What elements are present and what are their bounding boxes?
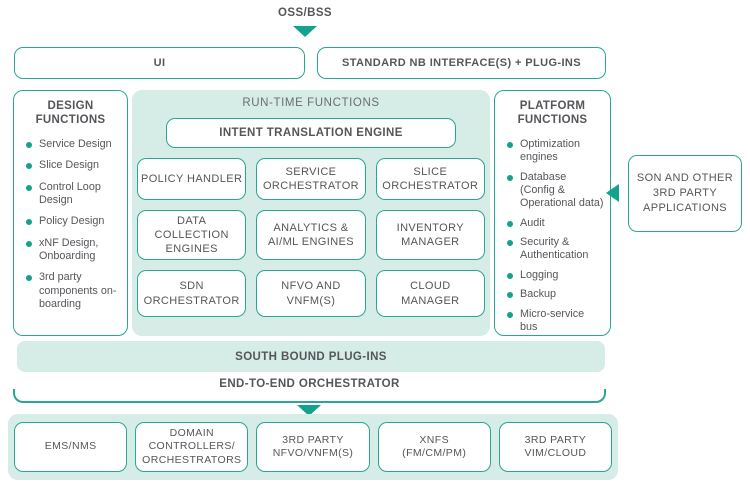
design-list-item-label: xNF Design, Onboarding: [39, 236, 99, 262]
runtime-module-box: CLOUD MANAGER: [375, 270, 485, 317]
platform-list-item: Database (Config & Operational data): [507, 171, 604, 211]
arrow-down-icon: [293, 26, 317, 37]
design-list-item-label: 3rd party components on- boarding: [39, 271, 117, 311]
bullet-dot-icon: [507, 311, 513, 318]
runtime-module-box: ANALYTICS & AI/ML ENGINES: [256, 210, 366, 260]
bullet-dot-icon: [507, 292, 513, 299]
bullet-dot-icon: [507, 141, 513, 148]
design-list-item: 3rd party components on- boarding: [26, 271, 121, 311]
bullet-dot-icon: [507, 272, 513, 279]
south-bound-plugins-bar: SOUTH BOUND PLUG-INS: [17, 341, 605, 372]
platform-list-item: Backup: [507, 288, 604, 301]
design-list-item-label: Policy Design: [39, 215, 105, 228]
managed-element-box: 3RD PARTY NFVO/VNFM(S): [256, 422, 370, 472]
platform-list-item: Micro-service bus: [507, 308, 604, 335]
managed-element-box: 3RD PARTY VIM/CLOUD: [498, 422, 613, 472]
managed-element-box: XNFS (FM/CM/PM): [377, 422, 491, 472]
bullet-dot-icon: [507, 240, 513, 246]
bullet-dot-icon: [26, 275, 32, 282]
managed-element-box: DOMAIN CONTROLLERS/ ORCHESTRATORS: [135, 422, 249, 472]
design-functions-box: DESIGN FUNCTIONS Service Design Slice De…: [13, 90, 128, 336]
platform-list-item-label: Micro-service bus: [520, 307, 585, 333]
runtime-module-box: DATA COLLECTION ENGINES: [137, 210, 247, 260]
bullet-dot-icon: [26, 240, 32, 247]
design-list-item: Slice Design: [26, 159, 121, 172]
platform-list-item: Audit: [507, 217, 604, 230]
arrow-down-icon: [297, 405, 321, 416]
design-list-item: Service Design: [26, 138, 121, 151]
platform-list-item-label: Audit: [520, 216, 545, 229]
bullet-dot-icon: [26, 141, 32, 148]
platform-list-item: Security & Authentication: [507, 236, 604, 263]
runtime-module-box: SERVICE ORCHESTRATOR: [256, 158, 366, 200]
platform-list-item-label: Security & Authentication: [520, 236, 589, 262]
design-list-item: Control Loop Design: [26, 181, 121, 208]
managed-element-box: EMS/NMS: [14, 422, 128, 472]
runtime-functions-title: RUN-TIME FUNCTIONS: [242, 97, 380, 109]
design-list-item: Policy Design: [26, 215, 121, 228]
design-functions-title: DESIGN FUNCTIONS: [35, 100, 106, 127]
bullet-dot-icon: [507, 174, 513, 181]
nb-interface-box: STANDARD NB INTERFACE(S) + PLUG-INS: [317, 47, 606, 79]
platform-functions-list: Optimization engines Database (Config & …: [507, 138, 604, 335]
platform-list-item-label: Backup: [520, 288, 557, 301]
design-list-item-label: Slice Design: [39, 159, 100, 172]
e2e-orchestrator-bracket: [13, 389, 606, 403]
runtime-module-box: SLICE ORCHESTRATOR: [375, 158, 485, 200]
platform-list-item: Optimization engines: [507, 138, 604, 165]
ui-box: UI: [14, 47, 305, 79]
son-applications-box: SON AND OTHER 3RD PARTY APPLICATIONS: [628, 155, 742, 232]
platform-list-item-label: Database (Config & Operational data): [520, 170, 604, 210]
bullet-dot-icon: [26, 219, 32, 226]
design-list-item-label: Control Loop Design: [39, 180, 101, 206]
arrow-left-icon: [606, 184, 619, 202]
design-list-item-label: Service Design: [39, 137, 112, 150]
runtime-module-box: NFVO AND VNFM(S): [256, 270, 366, 317]
intent-translation-engine-box: INTENT TRANSLATION ENGINE: [166, 118, 456, 148]
design-list-item: xNF Design, Onboarding: [26, 237, 121, 264]
bullet-dot-icon: [26, 163, 32, 170]
runtime-module-box: INVENTORY MANAGER: [375, 210, 485, 260]
e2e-orchestrator-label: END-TO-END ORCHESTRATOR: [219, 378, 400, 390]
platform-list-item-label: Logging: [520, 268, 559, 281]
runtime-module-box: POLICY HANDLER: [137, 158, 247, 200]
platform-list-item-label: Optimization engines: [520, 137, 581, 164]
bullet-dot-icon: [26, 184, 32, 191]
runtime-functions-panel: RUN-TIME FUNCTIONS INTENT TRANSLATION EN…: [132, 90, 490, 336]
platform-list-item: Logging: [507, 269, 604, 282]
oss-bss-label: OSS/BSS: [278, 7, 332, 19]
bullet-dot-icon: [507, 220, 513, 227]
managed-elements-panel: EMS/NMS DOMAIN CONTROLLERS/ ORCHESTRATOR…: [8, 414, 618, 480]
design-functions-list: Service Design Slice Design Control Loop…: [26, 138, 121, 312]
runtime-modules-grid: POLICY HANDLER SERVICE ORCHESTRATOR SLIC…: [137, 158, 485, 317]
runtime-module-box: SDN ORCHESTRATOR: [137, 270, 247, 317]
platform-functions-box: PLATFORM FUNCTIONS Optimization engines …: [494, 90, 611, 336]
platform-functions-title: PLATFORM FUNCTIONS: [517, 100, 588, 127]
